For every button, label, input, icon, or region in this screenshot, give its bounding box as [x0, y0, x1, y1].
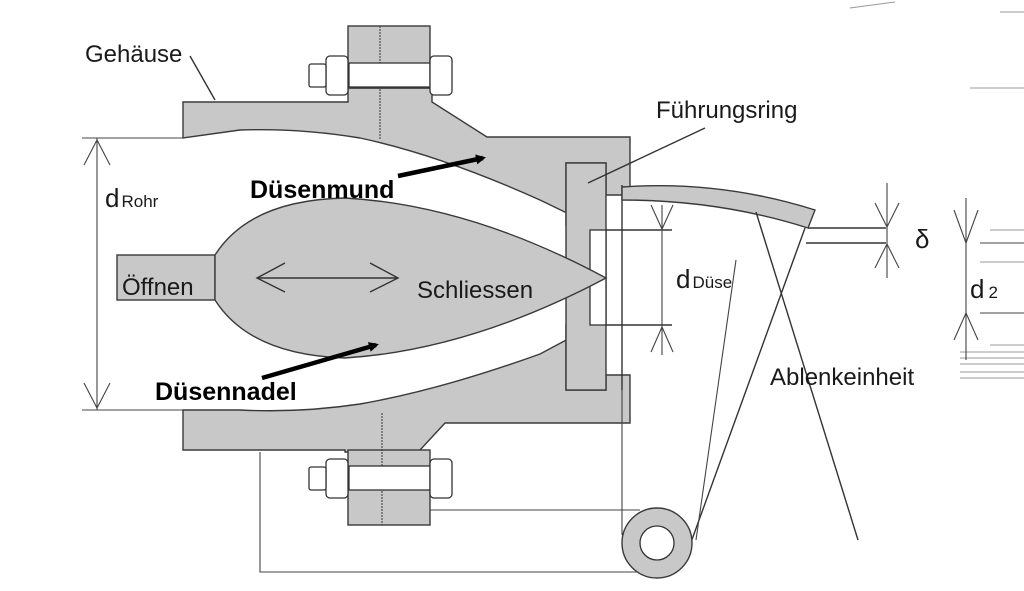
label-nozzle-mouth: Düsenmund: [250, 176, 394, 204]
label-housing: Gehäuse: [85, 41, 182, 68]
label-close: Schliessen: [417, 277, 533, 304]
deflector-plate: [621, 184, 816, 229]
dim-d-rohr: [82, 137, 183, 411]
label-nozzle-needle: Düsennadel: [155, 378, 297, 406]
arrow-nozzle-mouth-icon: [397, 154, 486, 179]
leader-guide-ring: [587, 127, 706, 184]
dim-d-duese: [650, 204, 674, 355]
bolt-upper: [308, 55, 453, 96]
label-deflector: Ablenkeinheit: [770, 364, 914, 391]
housing-lower: [182, 321, 631, 453]
dim-delta: [874, 183, 900, 278]
scan-artifacts: [849, 1, 1024, 379]
leader-housing: [189, 55, 216, 101]
nozzle-needle: [214, 197, 608, 359]
label-open: Öffnen: [122, 274, 194, 301]
label-delta: δ: [915, 224, 929, 254]
pivot-ring: [621, 507, 693, 579]
arrow-nozzle-needle-icon: [261, 342, 379, 381]
label-guide-ring: Führungsring: [656, 97, 797, 124]
open-close-arrow-icon: [255, 262, 400, 293]
dim-d2: [953, 198, 1024, 360]
bolt-lower: [308, 458, 453, 499]
